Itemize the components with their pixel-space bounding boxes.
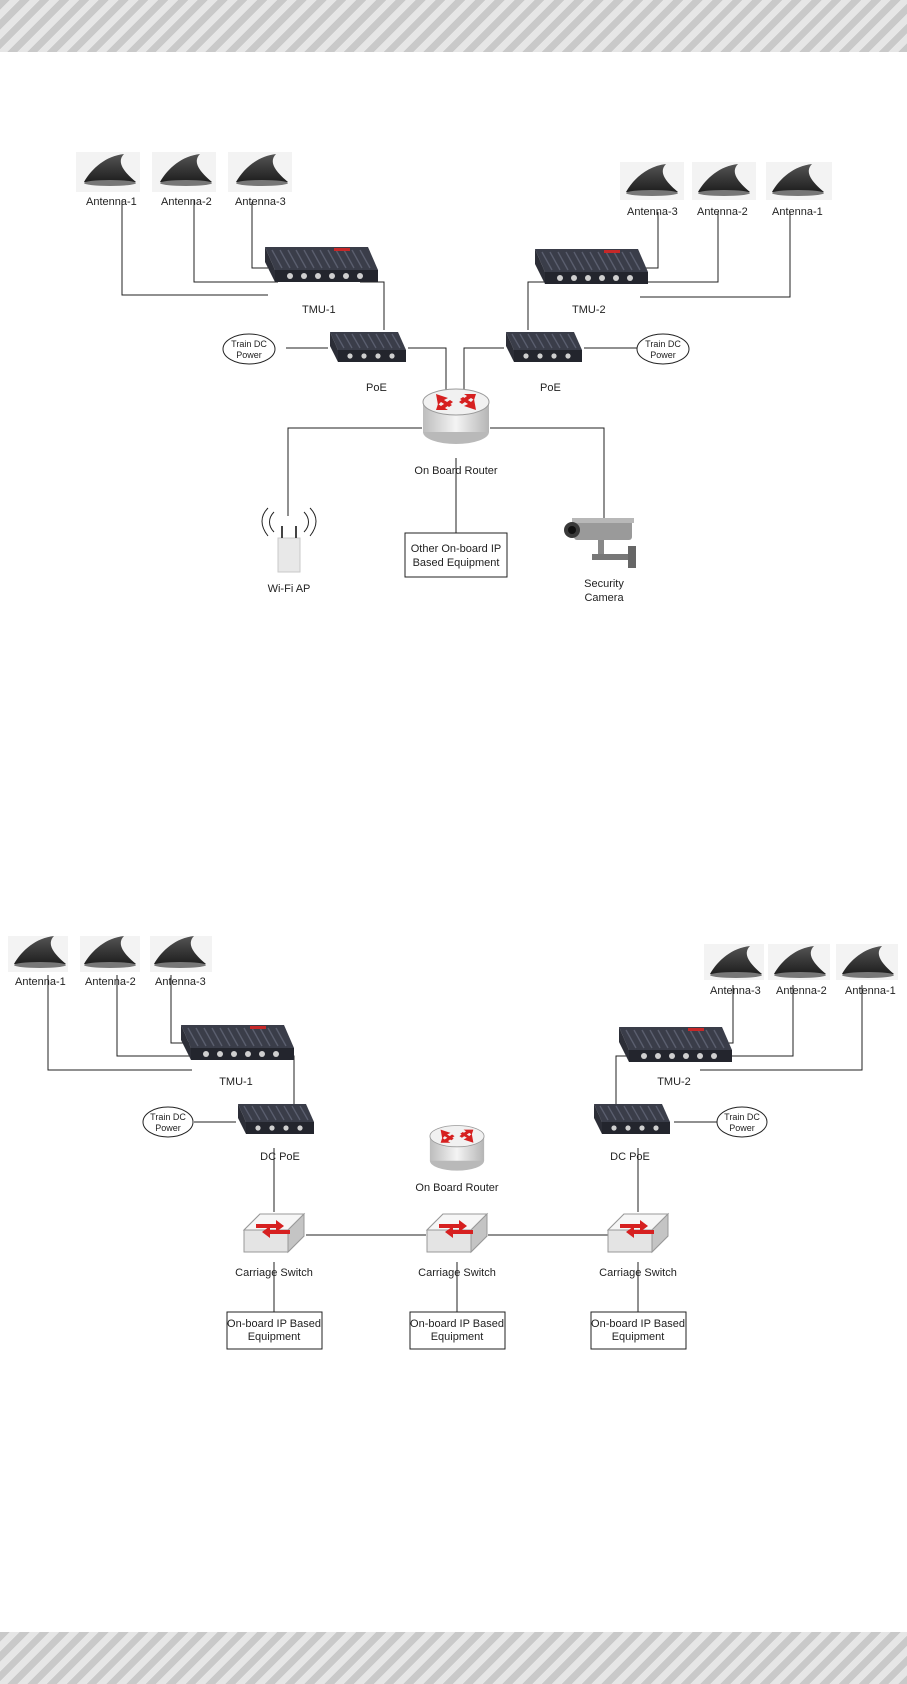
power-label-line2: Power — [155, 1123, 181, 1133]
equipment-label-line1: On-board IP Based — [410, 1318, 504, 1330]
antenna-icon — [228, 152, 292, 192]
antenna-label: Antenna-2 — [776, 985, 827, 997]
poe-label: DC PoE — [260, 1151, 300, 1163]
power-label-line1: Train DC — [231, 339, 267, 349]
poe-label: PoE — [540, 382, 561, 394]
header-stripe-band — [0, 0, 907, 52]
tmu-label: TMU-2 — [657, 1076, 691, 1088]
poe-label: DC PoE — [610, 1151, 650, 1163]
camera-label-line2: Camera — [584, 592, 624, 604]
diagram-2: Antenna-1 Antenna-2 Antenna-3 Antenna-3 … — [8, 936, 898, 1350]
antenna-icon — [766, 162, 832, 200]
tmu-device-icon — [264, 246, 379, 283]
wifi-ap-label: Wi-Fi AP — [268, 583, 311, 595]
equipment-box: Other On-board IP Based Equipment — [404, 532, 508, 578]
tmu-device-icon — [180, 1024, 295, 1061]
tmu-label: TMU-1 — [302, 304, 336, 316]
router-label: On Board Router — [415, 1182, 498, 1194]
tmu-device-icon — [618, 1026, 733, 1063]
power-label-line2: Power — [729, 1123, 755, 1133]
antenna-icon — [8, 936, 68, 972]
equipment-label-line1: Other On-board IP — [411, 543, 502, 555]
antenna-icon — [620, 162, 684, 200]
antenna-label: Antenna-3 — [155, 976, 206, 988]
poe-device-icon — [237, 1103, 315, 1135]
antenna-icon — [80, 936, 140, 972]
antenna-label: Antenna-2 — [161, 196, 212, 208]
power-label-line2: Power — [236, 350, 262, 360]
footer-stripe-band — [0, 1632, 907, 1684]
antenna-label: Antenna-1 — [845, 985, 896, 997]
poe-device-icon — [505, 331, 583, 363]
antenna-icon — [150, 936, 212, 972]
wifi-access-point-icon — [261, 507, 317, 573]
antenna-label: Antenna-3 — [710, 985, 761, 997]
antenna-label: Antenna-1 — [15, 976, 66, 988]
antenna-icon — [768, 944, 830, 980]
switch-label: Carriage Switch — [418, 1267, 496, 1279]
train-dc-power-node: Train DC Power — [716, 1106, 768, 1138]
poe-label: PoE — [366, 382, 387, 394]
power-label-line1: Train DC — [724, 1112, 760, 1122]
antenna-label: Antenna-1 — [86, 196, 137, 208]
power-label-line1: Train DC — [150, 1112, 186, 1122]
train-dc-power-node: Train DC Power — [222, 333, 276, 365]
poe-device-icon — [329, 331, 407, 363]
tmu-label: TMU-1 — [219, 1076, 253, 1088]
equipment-label-line1: On-board IP Based — [591, 1318, 685, 1330]
tmu-device-icon — [534, 248, 649, 285]
power-label-line1: Train DC — [645, 339, 681, 349]
switch-label: Carriage Switch — [599, 1267, 677, 1279]
antenna-icon — [704, 944, 764, 980]
diagram-1: Antenna-1 Antenna-2 Antenna-3 Antenna-3 … — [76, 152, 832, 604]
train-dc-power-node: Train DC Power — [636, 333, 690, 365]
tmu-label: TMU-2 — [572, 304, 606, 316]
switch-label: Carriage Switch — [235, 1267, 313, 1279]
camera-label-line1: Security — [584, 578, 624, 590]
router-icon — [422, 388, 490, 445]
antenna-icon — [692, 162, 756, 200]
security-camera-icon — [564, 518, 636, 568]
train-dc-power-node: Train DC Power — [142, 1106, 194, 1138]
equipment-box: On-board IP Based Equipment — [590, 1311, 687, 1350]
equipment-label-line2: Equipment — [431, 1331, 484, 1343]
antenna-icon — [152, 152, 216, 192]
poe-device-icon — [593, 1103, 671, 1135]
antenna-icon — [76, 152, 140, 192]
equipment-box: On-board IP Based Equipment — [409, 1311, 506, 1350]
equipment-label-line2: Equipment — [612, 1331, 665, 1343]
router-label: On Board Router — [414, 465, 497, 477]
antenna-icon — [836, 944, 898, 980]
antenna-label: Antenna-3 — [627, 206, 678, 218]
equipment-label-line2: Equipment — [248, 1331, 301, 1343]
power-label-line2: Power — [650, 350, 676, 360]
antenna-label: Antenna-2 — [85, 976, 136, 988]
equipment-label-line2: Based Equipment — [413, 557, 500, 569]
diagram-1-links — [121, 200, 791, 533]
equipment-box: On-board IP Based Equipment — [226, 1311, 323, 1350]
antenna-label: Antenna-2 — [697, 206, 748, 218]
equipment-label-line1: On-board IP Based — [227, 1318, 321, 1330]
carriage-switch-icon — [607, 1213, 669, 1253]
antenna-label: Antenna-1 — [772, 206, 823, 218]
antenna-label: Antenna-3 — [235, 196, 286, 208]
carriage-switch-icon — [243, 1213, 305, 1253]
carriage-switch-icon — [426, 1213, 488, 1253]
router-icon — [429, 1125, 485, 1172]
